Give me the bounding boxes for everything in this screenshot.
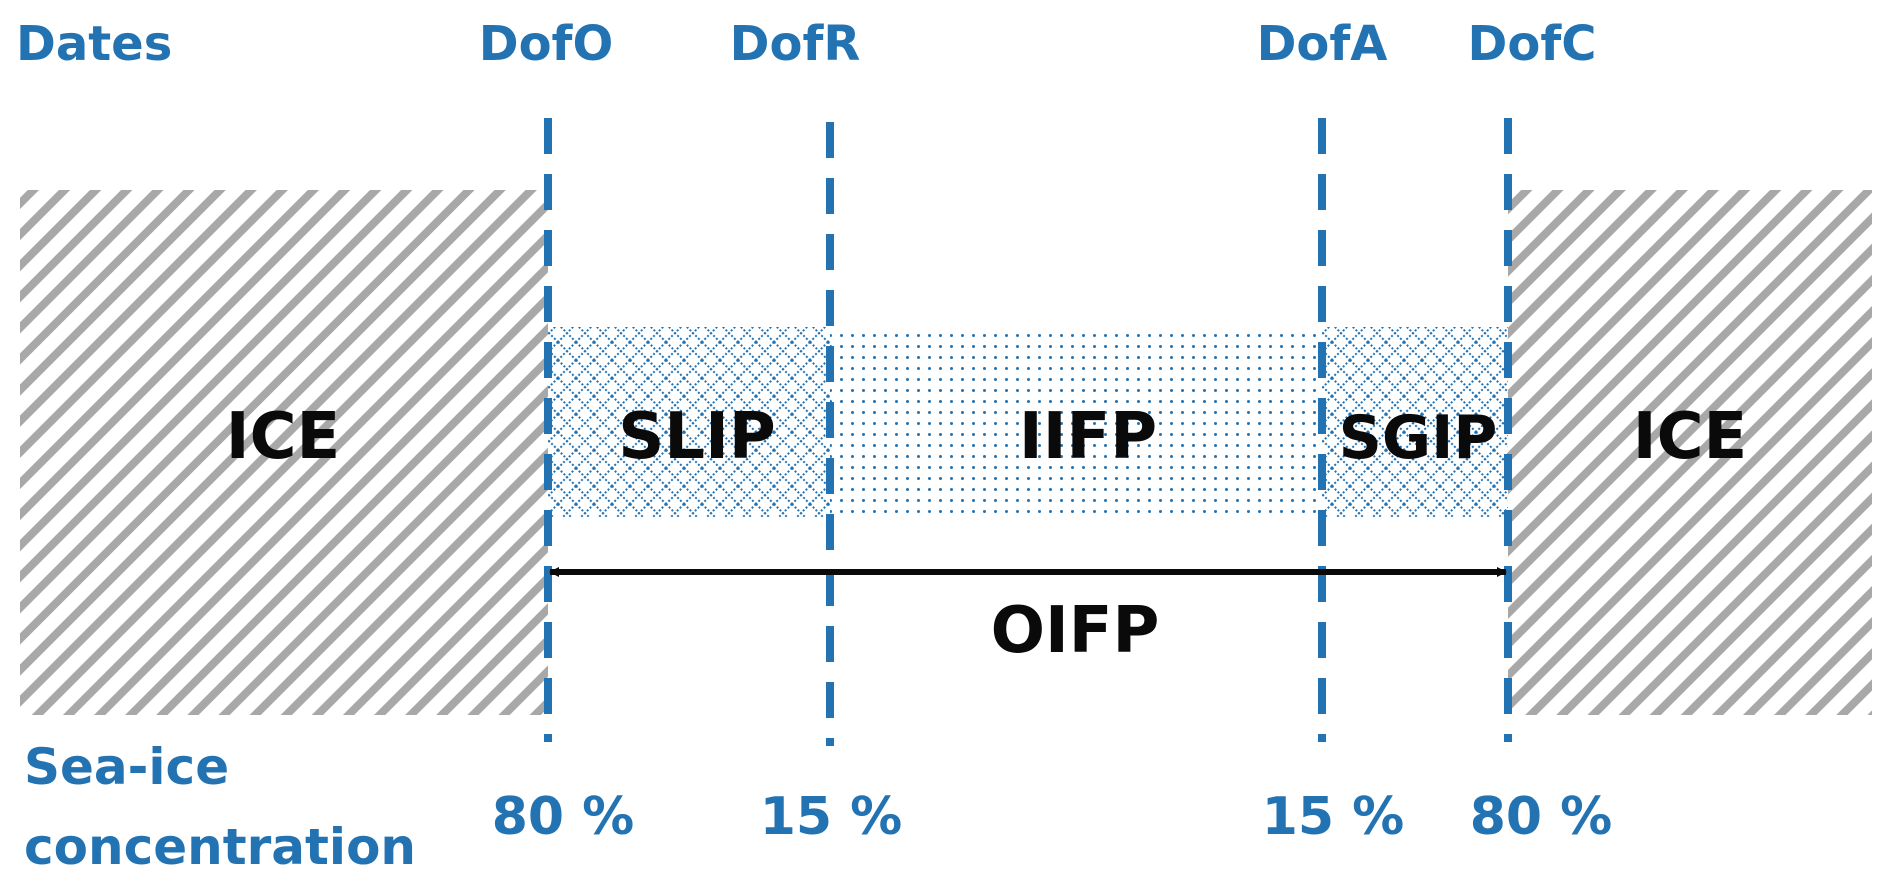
period-label-oifp: OIFP (991, 594, 1160, 668)
date-label-dofa: DofA (1257, 16, 1388, 72)
ice-zone-right (1508, 190, 1872, 715)
period-label-sgip: SGIP (1339, 403, 1498, 473)
concentration-row-label-line2: concentration (24, 818, 416, 876)
date-label-dofo: DofO (479, 16, 614, 72)
iifp-band (830, 327, 1322, 517)
concentration-label-dofa: 15 % (1262, 787, 1405, 847)
period-label-slip: SLIP (618, 400, 776, 474)
period-label-ice-left: ICE (226, 400, 341, 474)
concentration-label-dofr: 15 % (760, 787, 903, 847)
date-label-dofr: DofR (730, 16, 861, 72)
slip-band (548, 327, 830, 517)
concentration-row-label-line1: Sea-ice (24, 738, 229, 796)
dates-row-label: Dates (16, 16, 172, 72)
period-label-ice-right: ICE (1633, 400, 1748, 474)
concentration-label-dofo: 80 % (492, 787, 635, 847)
period-label-iifp: IIFP (1019, 400, 1157, 474)
ice-zone-left (20, 190, 548, 715)
date-label-dofc: DofC (1468, 16, 1597, 72)
concentration-label-dofc: 80 % (1470, 787, 1613, 847)
sgip-band (1322, 327, 1508, 517)
